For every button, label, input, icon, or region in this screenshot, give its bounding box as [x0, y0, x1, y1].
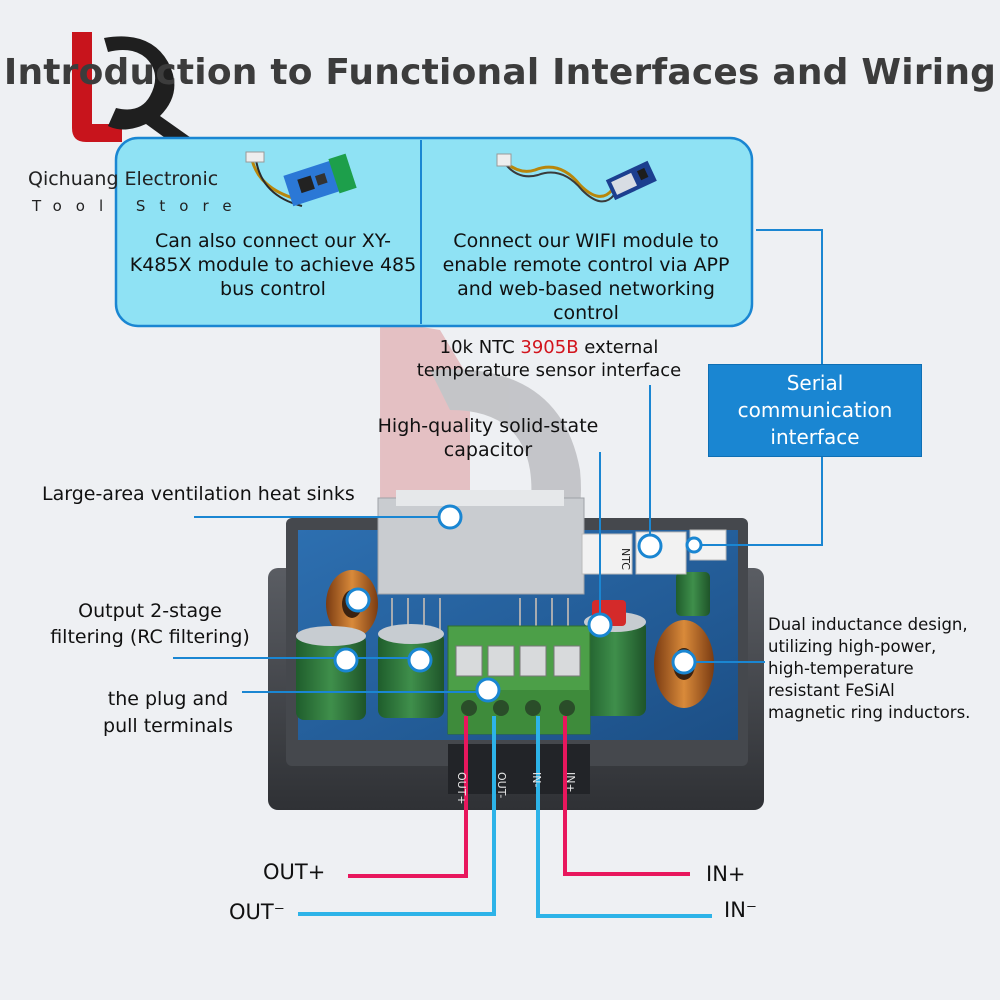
- out-plus-label: OUT+: [263, 860, 326, 884]
- wifi-module-image: [496, 153, 657, 203]
- plug-callout: the plug and pull terminals: [88, 686, 248, 740]
- store-logo: [72, 32, 194, 142]
- inductor-line1: Dual inductance design,: [768, 615, 968, 634]
- store-subtitle: Tool Store: [32, 197, 246, 215]
- module-cards: [114, 136, 754, 328]
- inductor-line4: resistant FeSiAl: [768, 681, 895, 700]
- terminal-label-in-plus: IN+: [564, 772, 577, 793]
- converter-device: [268, 490, 764, 810]
- page-title: Introduction to Functional Interfaces an…: [3, 52, 997, 93]
- capacitor-line1: High-quality solid-state: [377, 415, 599, 437]
- filter-line1: Output 2-stage: [78, 600, 222, 622]
- rs485-card-text: Can also connect our XY-K485X module to …: [129, 230, 417, 300]
- ntc-port-label: NTC: [619, 548, 632, 570]
- plug-line1: the plug and: [107, 688, 229, 710]
- plug-line2: pull terminals: [103, 715, 233, 737]
- inductor-callout: Dual inductance design, utilizing high-p…: [768, 614, 970, 724]
- ntc-callout-suffix: external: [578, 337, 659, 358]
- output-wires: [298, 716, 496, 916]
- ntc-callout-line2: temperature sensor interface: [416, 360, 682, 381]
- ntc-callout-prefix: 10k NTC: [439, 337, 521, 358]
- heatsink-callout: Large-area ventilation heat sinks: [42, 483, 355, 505]
- capacitor-line2: capacitor: [443, 439, 533, 461]
- ntc-callout: 10k NTC 3905B external temperature senso…: [404, 336, 694, 382]
- capacitor-callout: High-quality solid-state capacitor: [368, 414, 608, 462]
- in-plus-label: IN+: [706, 862, 746, 886]
- input-wires: [536, 716, 712, 918]
- terminal-label-out-plus: OUT+: [455, 772, 468, 805]
- inductor-line2: utilizing high-power,: [768, 637, 937, 656]
- out-minus-label: OUT⁻: [229, 900, 285, 924]
- ntc-model: 3905B: [520, 337, 579, 358]
- in-minus-label: IN⁻: [724, 898, 757, 922]
- filter-callout: Output 2-stage filtering (RC filtering): [36, 598, 264, 650]
- serial-interface-callout: Serial communication interface: [708, 364, 922, 457]
- rs485-module-image: [245, 151, 357, 207]
- store-name: Qichuang Electronic: [28, 168, 219, 190]
- terminal-label-out-minus: OUT-: [495, 772, 508, 798]
- callout-dots: [333, 504, 703, 703]
- inductor-line3: high-temperature: [768, 659, 914, 678]
- inductor-line5: magnetic ring inductors.: [768, 703, 971, 722]
- wifi-card-text: Connect our WIFI module to enable remote…: [442, 230, 730, 324]
- filter-line2: filtering (RC filtering): [50, 626, 250, 648]
- terminal-label-in-minus: IN-: [530, 772, 543, 787]
